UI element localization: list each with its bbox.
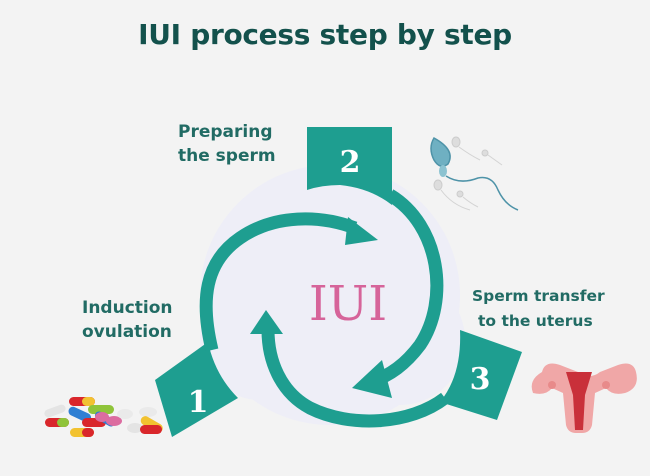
small-sperm-head-2 (481, 149, 489, 157)
step-3-badge: 3 (440, 330, 522, 420)
ovary-left (548, 381, 556, 389)
pill-white-4 (139, 407, 157, 417)
step-2-label: Preparing the sperm (178, 120, 276, 168)
step-2-number: 2 (340, 145, 361, 180)
center-label: IUI (309, 276, 387, 332)
step-1-number: 1 (188, 385, 209, 420)
arc-bottom (261, 329, 449, 428)
pill-pink-2 (106, 416, 122, 426)
arrowhead-upper (345, 217, 378, 245)
small-sperm-tail-4 (462, 196, 479, 208)
step-2-label-line-1: Preparing (178, 122, 273, 142)
arrow-step-1-to-2 (199, 212, 378, 352)
step-3-label-line-1: Sperm transfer (472, 287, 605, 305)
arrow-step-2-to-3 (352, 189, 444, 398)
arc-top-left (199, 212, 358, 352)
step-2-label-line-2: the sperm (178, 146, 276, 166)
pills-icon (44, 397, 163, 437)
sperm-tail (445, 175, 519, 211)
capsule-half-2 (57, 418, 69, 427)
step-2-badge: 2 (307, 127, 392, 205)
arrowhead-lower (352, 360, 392, 398)
step-1-box (155, 342, 238, 437)
sperm-icon (430, 136, 519, 211)
step-3-number: 3 (470, 362, 491, 397)
uterus-inner (566, 372, 592, 430)
step-3-label: Sperm transfer to the uterus (472, 284, 605, 334)
small-sperm-tail-3 (440, 189, 471, 211)
pill-white-1 (44, 404, 66, 418)
sperm-head (430, 136, 451, 167)
small-sperm-head-3 (433, 179, 443, 191)
small-sperm-tail-1 (458, 146, 481, 161)
arc-right (369, 189, 444, 389)
step-2-box (307, 127, 392, 205)
capsule-half-1 (82, 397, 95, 406)
small-sperm-tail-2 (487, 154, 503, 166)
capsule-half-3 (82, 428, 94, 437)
step-1-label-line-2: ovulation (82, 322, 172, 342)
arrow-step-3-to-1 (250, 310, 449, 428)
small-sperm-head-4 (456, 190, 464, 198)
sperm-midpiece (439, 165, 447, 177)
ovary-right (602, 381, 610, 389)
uterus-icon (531, 363, 637, 433)
pill-white-3 (127, 423, 143, 433)
step-1-badge: 1 (155, 342, 238, 437)
step-1-label: Induction ovulation (82, 296, 173, 344)
step-1-label-line-1: Induction (82, 298, 173, 318)
small-sperm-head-1 (451, 136, 461, 148)
step-3-label-line-2: to the uterus (478, 312, 593, 330)
capsule-red-3 (140, 425, 162, 434)
page-title: IUI process step by step (138, 18, 512, 51)
pill-white-2 (117, 409, 133, 419)
bg-circle-left (200, 280, 320, 400)
capsule-green-yellow (88, 405, 114, 414)
arrowhead-left (250, 310, 283, 334)
pill-pink-1 (95, 412, 109, 422)
step-3-box (440, 330, 522, 420)
